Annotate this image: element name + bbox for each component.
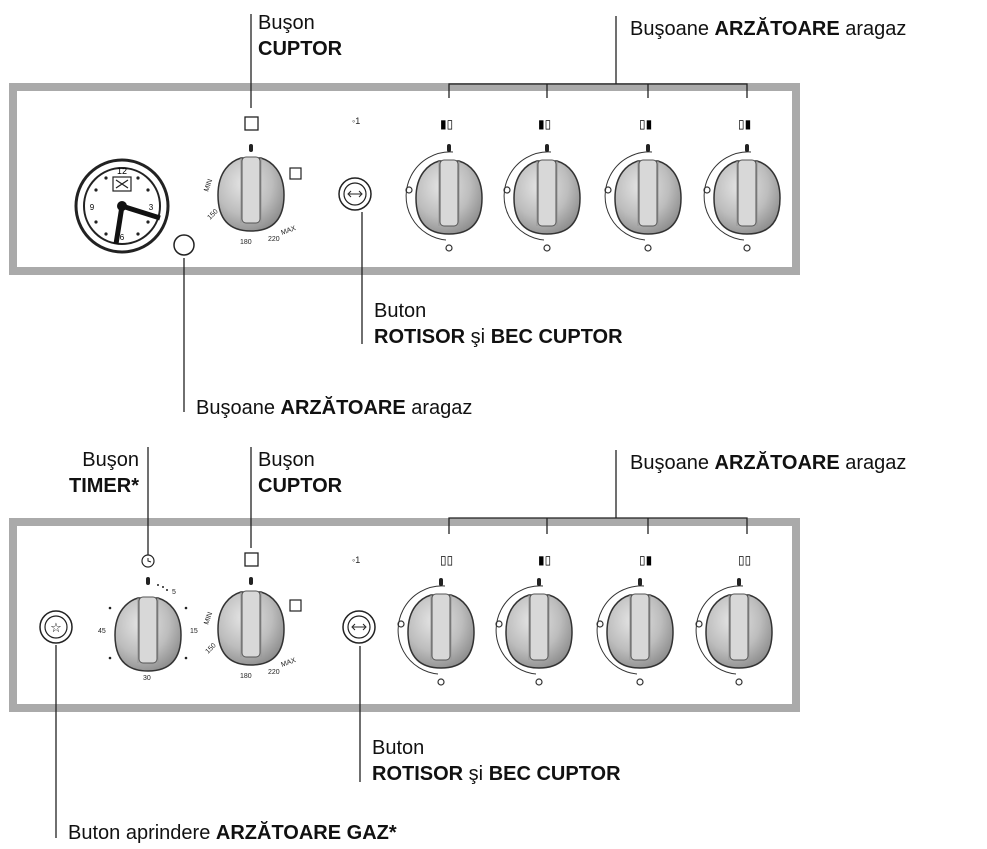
top-oven-knob-label: Buşon CUPTOR: [258, 10, 342, 62]
timer-scale-15: 15: [190, 628, 198, 635]
igniter-button: ☆: [39, 610, 73, 644]
svg-text:▯▮: ▯▮: [639, 553, 652, 567]
bottom-burner-knob-2: ▮▯: [496, 553, 572, 685]
bottom-rotisserie-symbol-icon: ◦1: [352, 555, 360, 565]
bottom-rotisserie-bold1: ROTISOR: [372, 763, 464, 785]
bottom-oven-scale-min: MIN: [203, 611, 214, 625]
bottom-burners-bold: ARZĂTOARE: [714, 452, 840, 474]
bottom-igniter-prefix: Buton aprindere: [68, 822, 216, 844]
bottom-burners-prefix: Buşoane: [630, 452, 715, 474]
top-burners-prefix: Buşoane: [630, 18, 715, 40]
top-oven-knob-label-line1: Buşon: [258, 12, 315, 34]
top-rotisserie-symbol-icon: ◦1: [352, 116, 360, 126]
top-clock-suffix: aragaz: [405, 397, 473, 419]
bottom-burner-knob-1: ▯▯: [398, 553, 474, 685]
bottom-burners-suffix: aragaz: [839, 452, 907, 474]
bottom-burners-bracket: [448, 517, 748, 534]
bottom-timer-line1: Buşon: [82, 449, 139, 471]
top-rotisserie-label: Buton ROTISOR şi BEC CUPTOR: [374, 298, 623, 350]
bottom-igniter-bold: ARZĂTOARE GAZ*: [215, 822, 397, 844]
top-rotisserie-button: [338, 177, 372, 211]
clock-number-6: 6: [120, 233, 125, 242]
top-oven-light-icon: [289, 167, 302, 180]
svg-text:▯▯: ▯▯: [738, 553, 751, 567]
top-clock-label: Buşoane ARZĂTOARE aragaz: [196, 395, 472, 421]
bottom-burner-knob-3: ▯▮: [597, 553, 673, 685]
bottom-burner-knob-4: ▯▯: [696, 553, 772, 685]
top-burner-knob-4: ▯▮: [704, 117, 780, 251]
svg-text:▯▮: ▯▮: [738, 117, 751, 131]
bottom-rotisserie-line1: Buton: [372, 737, 425, 759]
top-oven-scale-220: 220: [268, 236, 280, 243]
top-rotisserie-line1: Buton: [374, 300, 427, 322]
svg-text:▮▯: ▮▯: [538, 117, 551, 131]
top-burners-bold: ARZĂTOARE: [714, 18, 840, 40]
top-rotisserie-mid: şi: [465, 326, 491, 348]
bottom-igniter-label: Buton aprindere ARZĂTOARE GAZ*: [68, 820, 397, 846]
bottom-oven-knob-line1: Buşon: [258, 449, 315, 471]
top-oven-scale-max: MAX: [280, 225, 297, 237]
bottom-rotisserie-label: Buton ROTISOR şi BEC CUPTOR: [372, 735, 621, 787]
top-oven-knob-label-line2: CUPTOR: [258, 38, 343, 60]
svg-text:▯▮: ▯▮: [639, 117, 652, 131]
bottom-timer-line2: TIMER*: [69, 475, 139, 497]
bottom-oven-knob-label: Buşon CUPTOR: [258, 447, 342, 499]
top-clock-bold: ARZĂTOARE: [280, 397, 406, 419]
bottom-oven-knob: [217, 590, 285, 666]
bottom-burners-label: Buşoane ARZĂTOARE aragaz: [630, 450, 906, 476]
top-oven-scale-min: MIN: [203, 178, 214, 192]
top-burner-knob-3: ▯▮: [605, 117, 681, 251]
top-burners-label: Buşoane ARZĂTOARE aragaz: [630, 16, 906, 42]
bottom-oven-scale-180: 180: [240, 673, 252, 680]
timer-scale-45: 45: [98, 628, 106, 635]
timer-knob: [114, 596, 182, 672]
top-oven-knob: [217, 156, 285, 232]
svg-text:▮▯: ▮▯: [440, 117, 453, 131]
timer-scale-5: 5: [172, 589, 176, 596]
top-oven-symbol-icon: [244, 116, 259, 131]
top-rotisserie-bold1: ROTISOR: [374, 326, 466, 348]
timer-scale-30: 30: [143, 675, 151, 682]
bottom-timer-label: Buşon TIMER*: [55, 447, 139, 499]
bottom-oven-knob-line2: CUPTOR: [258, 475, 343, 497]
top-burners-suffix: aragaz: [839, 18, 907, 40]
clock-number-12: 12: [117, 166, 127, 176]
timer-clock-icon: [141, 554, 155, 568]
bottom-oven-light-icon: [289, 599, 302, 612]
top-burner-knob-1: ▮▯: [406, 117, 482, 251]
top-rotisserie-bold2: BEC CUPTOR: [490, 326, 623, 348]
top-burner-knob-2: ▮▯: [504, 117, 580, 251]
clock-number-3: 3: [149, 203, 154, 212]
top-oven-scale-180: 180: [240, 239, 252, 246]
bottom-rotisserie-bold2: BEC CUPTOR: [488, 763, 621, 785]
top-burners-bracket: [448, 83, 748, 98]
bottom-oven-scale-220: 220: [268, 669, 280, 676]
clock-number-9: 9: [90, 203, 95, 212]
bottom-oven-scale-max: MAX: [280, 657, 297, 669]
clock-set-button: [173, 234, 195, 256]
top-clock-prefix: Buşoane: [196, 397, 281, 419]
svg-text:▯▯: ▯▯: [440, 553, 453, 567]
bottom-rotisserie-button: [342, 610, 376, 644]
clock-icon: 12 3 6 9: [74, 158, 170, 254]
svg-text:☆: ☆: [50, 621, 62, 636]
svg-text:▮▯: ▮▯: [538, 553, 551, 567]
bottom-rotisserie-mid: şi: [463, 763, 489, 785]
bottom-oven-symbol-icon: [244, 552, 259, 567]
